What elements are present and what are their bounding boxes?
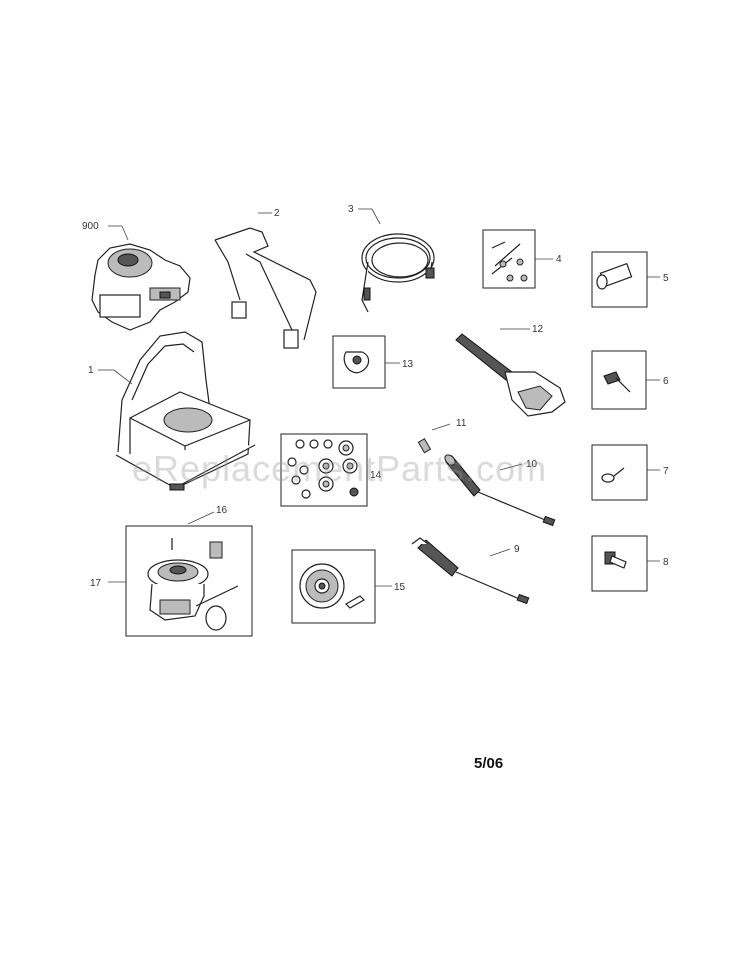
part-13-clip[interactable] (332, 335, 386, 389)
callout-6: 6 (663, 376, 669, 387)
part-5-fitting[interactable] (591, 251, 648, 308)
callout-12: 12 (532, 324, 544, 335)
callout-9: 9 (514, 544, 520, 555)
callout-16: 16 (216, 505, 228, 516)
callout-15: 15 (394, 582, 406, 593)
part-16-plug[interactable] (171, 538, 223, 559)
date-code: 5/06 (474, 755, 504, 772)
part-7-clip[interactable] (591, 444, 648, 501)
leader-16 (187, 511, 215, 525)
part-14-fitting-kit[interactable] (280, 433, 368, 507)
callout-5: 5 (663, 273, 669, 284)
part-3-hose[interactable] (361, 233, 435, 313)
leader-1b (113, 369, 133, 385)
part-900-engine[interactable] (91, 243, 191, 331)
part-9-lance[interactable] (411, 537, 530, 605)
callout-2: 2 (274, 208, 280, 219)
callout-17: 17 (90, 578, 102, 589)
leader-3b (371, 208, 381, 225)
callout-14: 14 (370, 470, 382, 481)
part-12-spray-gun[interactable] (455, 333, 566, 417)
callout-8: 8 (663, 557, 669, 568)
callout-3: 3 (348, 204, 354, 215)
callout-4: 4 (556, 254, 562, 265)
part-1-frame[interactable] (115, 331, 256, 491)
leader-10 (499, 463, 523, 471)
leader-11 (431, 423, 451, 431)
part-6-key[interactable] (591, 350, 647, 410)
leader-900b (121, 225, 129, 241)
part-8-adapter[interactable] (591, 535, 648, 592)
watermark: eReplacementParts.com (132, 448, 548, 489)
part-2-handle[interactable] (214, 227, 317, 349)
part-15-wheel[interactable] (291, 549, 376, 624)
callout-10: 10 (526, 459, 538, 470)
part-4-hardware-kit[interactable] (482, 229, 536, 289)
callout-11: 11 (456, 418, 467, 429)
callout-900: 900 (82, 221, 99, 232)
part-10-wand[interactable] (443, 453, 556, 527)
callout-7: 7 (663, 466, 669, 477)
leader-9 (489, 548, 511, 557)
part-11-pin[interactable] (417, 438, 432, 454)
callout-13: 13 (402, 359, 414, 370)
part-17-pump-assembly[interactable] (125, 525, 253, 637)
callout-1: 1 (88, 365, 94, 376)
